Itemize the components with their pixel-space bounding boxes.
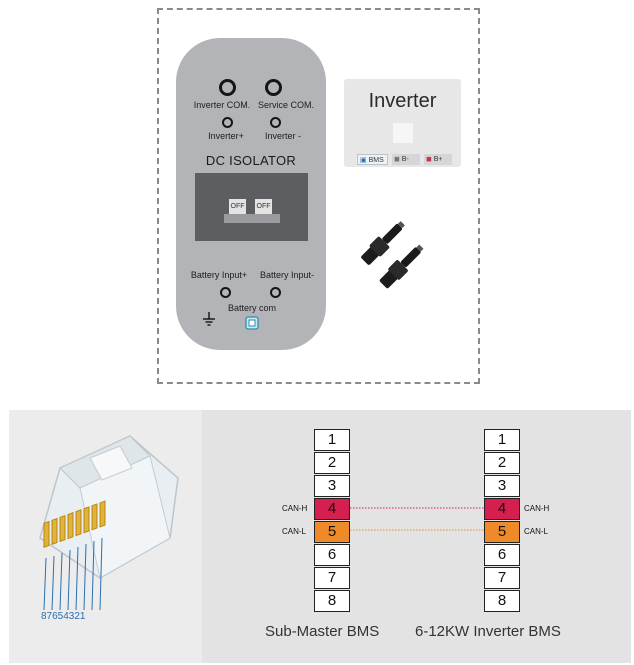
can-connection-lines bbox=[350, 507, 486, 531]
inverter-display-window bbox=[393, 123, 413, 143]
right-can-h-label: CAN-H bbox=[524, 504, 550, 513]
inverter-plus-port bbox=[222, 117, 233, 128]
b-plus-terminal-label: B+ bbox=[433, 156, 443, 163]
inverter-com-label: Inverter COM. bbox=[193, 100, 251, 110]
inverter-b-plus-terminal: ◼ B+ bbox=[424, 154, 452, 165]
right-can-l-label: CAN-L bbox=[524, 527, 549, 536]
inverter-plus-label: Inverter+ bbox=[208, 131, 244, 141]
right-pin-6: 6 bbox=[484, 544, 520, 566]
right-pin-4-can-h: 4 bbox=[484, 498, 520, 520]
left-pin-2: 2 bbox=[314, 452, 350, 474]
left-can-h-label: CAN-H bbox=[282, 504, 308, 513]
right-pin-5-can-l: 5 bbox=[484, 521, 520, 543]
battery-com-label: Battery com bbox=[227, 303, 277, 313]
b-plus-port-icon: ◼ bbox=[426, 156, 432, 163]
bms-pinout-panel bbox=[202, 410, 631, 663]
dc-isolator-title: DC ISOLATOR bbox=[205, 153, 297, 168]
battery-input-minus-label: Battery Input- bbox=[259, 270, 315, 280]
equipment-frame bbox=[157, 8, 480, 384]
sub-master-bms-caption: Sub-Master BMS bbox=[265, 623, 380, 640]
left-pin-3: 3 bbox=[314, 475, 350, 497]
b-minus-port-icon: ◼ bbox=[394, 156, 400, 163]
battery-input-plus-label: Battery Input+ bbox=[190, 270, 248, 280]
inverter-minus-label: Inverter - bbox=[264, 131, 302, 141]
battery-input-minus-port bbox=[270, 287, 281, 298]
battery-input-plus-port bbox=[220, 287, 231, 298]
inverter-minus-port bbox=[270, 117, 281, 128]
b-minus-terminal-label: B- bbox=[401, 156, 409, 163]
rj45-pin-numbers: 87654321 bbox=[41, 611, 86, 622]
right-pin-8: 8 bbox=[484, 590, 520, 612]
mc4-connectors-icon bbox=[361, 221, 424, 289]
left-pin-4-can-h: 4 bbox=[314, 498, 350, 520]
right-pin-3: 3 bbox=[484, 475, 520, 497]
right-pin-1: 1 bbox=[484, 429, 520, 451]
service-com-label: Service COM. bbox=[257, 100, 315, 110]
right-pin-7: 7 bbox=[484, 567, 520, 589]
isolator-switch-panel bbox=[195, 173, 308, 241]
switch-handle-bar bbox=[224, 214, 280, 223]
inverter-title: Inverter bbox=[368, 90, 437, 112]
ground-icon bbox=[203, 312, 215, 326]
left-pin-6: 6 bbox=[314, 544, 350, 566]
left-pin-5-can-l: 5 bbox=[314, 521, 350, 543]
service-com-port bbox=[265, 79, 282, 96]
left-can-l-label: CAN-L bbox=[282, 527, 307, 536]
left-pin-8: 8 bbox=[314, 590, 350, 612]
left-pin-7: 7 bbox=[314, 567, 350, 589]
right-pin-2: 2 bbox=[484, 452, 520, 474]
inverter-b-minus-terminal: ◼ B- bbox=[392, 154, 420, 165]
left-pin-1: 1 bbox=[314, 429, 350, 451]
bms-terminal-label: BMS bbox=[368, 157, 384, 164]
inverter-bms-caption: 6-12KW Inverter BMS bbox=[415, 623, 561, 640]
rj45-plug-icon bbox=[39, 435, 179, 611]
inverter-bms-terminal: ▣ BMS bbox=[357, 154, 388, 165]
off-switch-right: OFF bbox=[255, 199, 272, 214]
bms-port-icon: ▣ bbox=[360, 157, 367, 164]
battery-com-rj45-icon bbox=[245, 316, 259, 330]
off-switch-left: OFF bbox=[229, 199, 246, 214]
inverter-com-port bbox=[219, 79, 236, 96]
